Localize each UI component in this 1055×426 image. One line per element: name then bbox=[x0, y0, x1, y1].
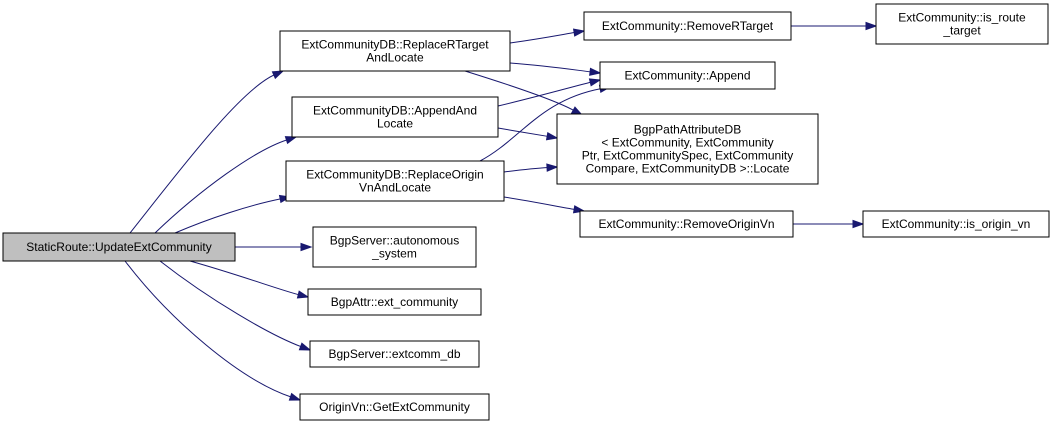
node-label: < ExtCommunity, ExtCommunity bbox=[601, 136, 773, 150]
node-label: ExtCommunity::RemoveOriginVn bbox=[598, 217, 774, 231]
node-label: ExtCommunity::is_origin_vn bbox=[882, 217, 1031, 231]
edge-update-to-replace_ov bbox=[174, 194, 292, 234]
node-update[interactable]: StaticRoute::UpdateExtCommunity bbox=[2, 232, 236, 262]
edge-update-to-get_ext bbox=[124, 260, 302, 401]
arrowhead-icon bbox=[589, 67, 602, 76]
edge-line bbox=[509, 31, 576, 44]
node-label: BgpServer::autonomous bbox=[330, 234, 459, 248]
edge-line bbox=[159, 260, 302, 348]
node-label: OriginVn::GetExtCommunity bbox=[319, 400, 470, 414]
edge-update-to-extcomm_db bbox=[159, 260, 312, 351]
node-label: ExtCommunityDB::ReplaceOrigin bbox=[306, 168, 483, 182]
node-box bbox=[875, 3, 1049, 45]
node-label: StaticRoute::UpdateExtCommunity bbox=[26, 240, 211, 254]
node-box bbox=[312, 226, 477, 268]
edge-line bbox=[497, 127, 549, 137]
arrowhead-icon bbox=[300, 242, 313, 252]
edges bbox=[124, 21, 878, 401]
node-bgp-locate[interactable]: BgpPathAttributeDB< ExtCommunity, ExtCom… bbox=[556, 113, 819, 185]
edge-remove_ov-to-is_origin bbox=[793, 219, 865, 229]
node-label: ExtCommunity::RemoveRTarget bbox=[602, 19, 774, 33]
edge-line bbox=[154, 139, 288, 234]
node-remove-rt[interactable]: ExtCommunity::RemoveRTarget bbox=[583, 11, 792, 41]
edge-replace_ov-to-bgp_locate bbox=[503, 163, 559, 173]
arrowhead-icon bbox=[588, 78, 602, 87]
edge-line bbox=[124, 260, 292, 398]
node-box bbox=[2, 232, 236, 262]
arrowhead-icon bbox=[284, 136, 298, 145]
node-label: ExtCommunityDB::ReplaceRTarget bbox=[301, 38, 489, 52]
node-label: VnAndLocate bbox=[359, 181, 431, 195]
node-box bbox=[862, 210, 1050, 238]
node-label: _system bbox=[371, 247, 417, 261]
edge-replace_ov-to-remove_ov bbox=[503, 196, 586, 214]
arrowhead-icon bbox=[296, 290, 310, 299]
node-box bbox=[285, 160, 505, 202]
node-get-ext[interactable]: OriginVn::GetExtCommunity bbox=[299, 393, 490, 421]
edge-line bbox=[129, 74, 275, 234]
node-is-route[interactable]: ExtCommunity::is_route_target bbox=[875, 3, 1049, 45]
node-box bbox=[599, 61, 776, 90]
node-label: _target bbox=[942, 24, 981, 38]
node-label: AndLocate bbox=[366, 51, 424, 65]
nodes: StaticRoute::UpdateExtCommunity ExtCommun… bbox=[2, 3, 1050, 421]
node-is-origin[interactable]: ExtCommunity::is_origin_vn bbox=[862, 210, 1050, 238]
node-label: Compare, ExtCommunityDB >::Locate bbox=[586, 162, 790, 176]
edge-replace_rt-to-remove_rt bbox=[509, 28, 586, 44]
node-label: BgpPathAttributeDB bbox=[634, 123, 741, 137]
node-box bbox=[291, 96, 499, 138]
edge-line bbox=[503, 196, 576, 211]
node-box bbox=[299, 393, 490, 421]
arrowhead-icon bbox=[546, 163, 559, 172]
node-label: ExtCommunityDB::AppendAnd bbox=[313, 104, 477, 118]
arrowhead-icon bbox=[852, 219, 865, 229]
edge-append_loc-to-append bbox=[497, 78, 602, 107]
edge-update-to-replace_rt bbox=[129, 70, 285, 234]
edge-replace_rt-to-append bbox=[509, 62, 602, 76]
node-append[interactable]: ExtCommunity::Append bbox=[599, 61, 776, 90]
node-box bbox=[307, 288, 482, 316]
arrowhead-icon bbox=[545, 132, 559, 141]
node-box bbox=[309, 340, 480, 368]
arrowhead-icon bbox=[288, 392, 302, 401]
node-label: ExtCommunity::is_route bbox=[898, 11, 1026, 25]
node-label: BgpAttr::ext_community bbox=[331, 295, 458, 309]
edge-update-to-append_loc bbox=[154, 136, 298, 234]
node-box bbox=[583, 11, 792, 41]
edge-append_loc-to-bgp_locate bbox=[497, 127, 559, 141]
arrowhead-icon bbox=[271, 70, 285, 80]
edge-update-to-ext_comm bbox=[189, 260, 310, 299]
node-remove-ov[interactable]: ExtCommunity::RemoveOriginVn bbox=[579, 210, 794, 238]
node-box bbox=[556, 113, 819, 185]
node-box bbox=[579, 210, 794, 238]
edge-update-to-autonomous bbox=[235, 242, 313, 252]
arrowhead-icon bbox=[865, 21, 878, 31]
edge-line bbox=[497, 81, 592, 107]
node-label: BgpServer::extcomm_db bbox=[328, 347, 460, 361]
node-label: Ptr, ExtCommunitySpec, ExtCommunity bbox=[582, 149, 793, 163]
arrowhead-icon bbox=[572, 28, 586, 37]
edge-line bbox=[464, 70, 575, 112]
edge-line bbox=[189, 260, 300, 296]
edge-line bbox=[174, 198, 282, 234]
node-ext-comm[interactable]: BgpAttr::ext_community bbox=[307, 288, 482, 316]
node-autonomous[interactable]: BgpServer::autonomous_system bbox=[312, 226, 477, 268]
edge-line bbox=[479, 88, 602, 162]
edge-line bbox=[509, 62, 592, 73]
node-extcomm-db[interactable]: BgpServer::extcomm_db bbox=[309, 340, 480, 368]
edge-remove_rt-to-is_route bbox=[791, 21, 878, 31]
node-box bbox=[279, 30, 511, 72]
arrowhead-icon bbox=[298, 342, 312, 351]
node-label: Locate bbox=[377, 117, 413, 131]
node-label: ExtCommunity::Append bbox=[624, 69, 750, 83]
edge-line bbox=[503, 167, 549, 173]
